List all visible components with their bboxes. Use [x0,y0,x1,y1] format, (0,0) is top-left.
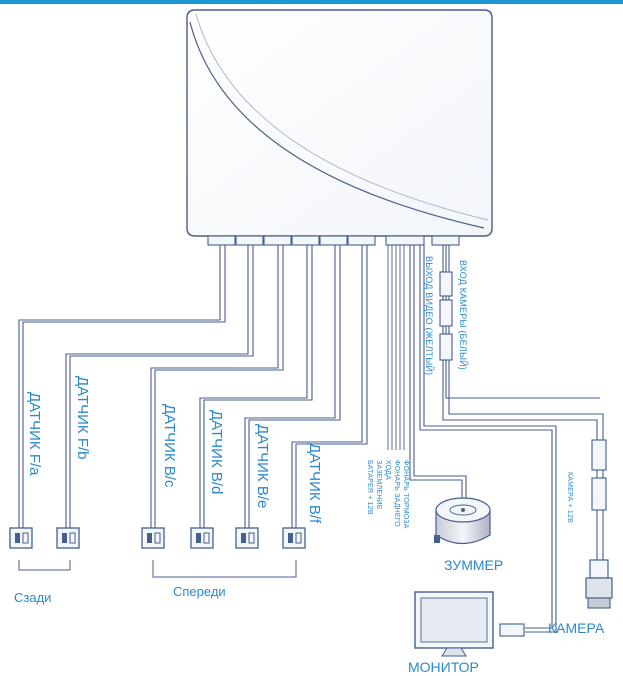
sensor-label-be: ДАТЧИК B/e [254,424,271,509]
sensor-label-fb: ДАТЧИК F/b [74,376,91,460]
wire-label-battery: БАТАРЕЯ + 12В [366,460,373,515]
sensor-connector-fb [56,527,80,549]
top-accent-bar [0,0,623,4]
sensor-connector-fa [9,527,33,549]
sensor-label-bc: ДАТЧИК B/c [161,404,178,488]
inline-connectors [439,271,607,511]
camera-label: КАМЕРА [548,620,605,636]
monitor-label: МОНИТОР [408,659,479,675]
monitor [414,591,525,657]
video-out-label: ВЫХОД ВИДЕО (ЖЕЛТЫЙ) [424,256,434,376]
buzzer-label: ЗУММЕР [444,557,504,573]
sensor-ports [207,235,460,246]
sensor-connector-bc [141,527,165,549]
wire-label-brake-lamp: ФОНАРЬ ТОРМОЗА [402,460,409,529]
camera-device [585,559,613,609]
sensor-connector-bf [282,527,306,549]
video-out-cable [419,245,557,633]
power-wires [387,245,405,450]
sensor-label-bf: ДАТЧИК B/f [306,443,323,524]
rear-group-label: Сзади [14,590,52,605]
sensor-label-bd: ДАТЧИК B/d [208,410,225,495]
buzzer [434,497,491,545]
camera-power-label: КАМЕРА + 12В [566,472,573,523]
buzzer-wires [409,245,467,500]
sensor-label-fa: ДАТЧИК F/a [26,392,43,476]
sensor-connector-bd [190,527,214,549]
sensor-wires [18,245,368,528]
group-brackets [18,560,297,578]
camera-in-label: ВХОД КАМЕРЫ (БЕЛЫЙ) [458,260,468,370]
sensor-connector-be [235,527,259,549]
wire-label-ground: ЗАЗЕМЛЕНИЕ [375,460,382,510]
sensor-connectors [9,527,306,549]
wire-label-reverse-lamp: ФОНАРЬ ЗАДНЕГО [393,460,400,527]
wire-label-reverse: ХОДА [384,460,391,480]
control-box [186,9,493,237]
front-group-label: Спереди [173,584,226,599]
